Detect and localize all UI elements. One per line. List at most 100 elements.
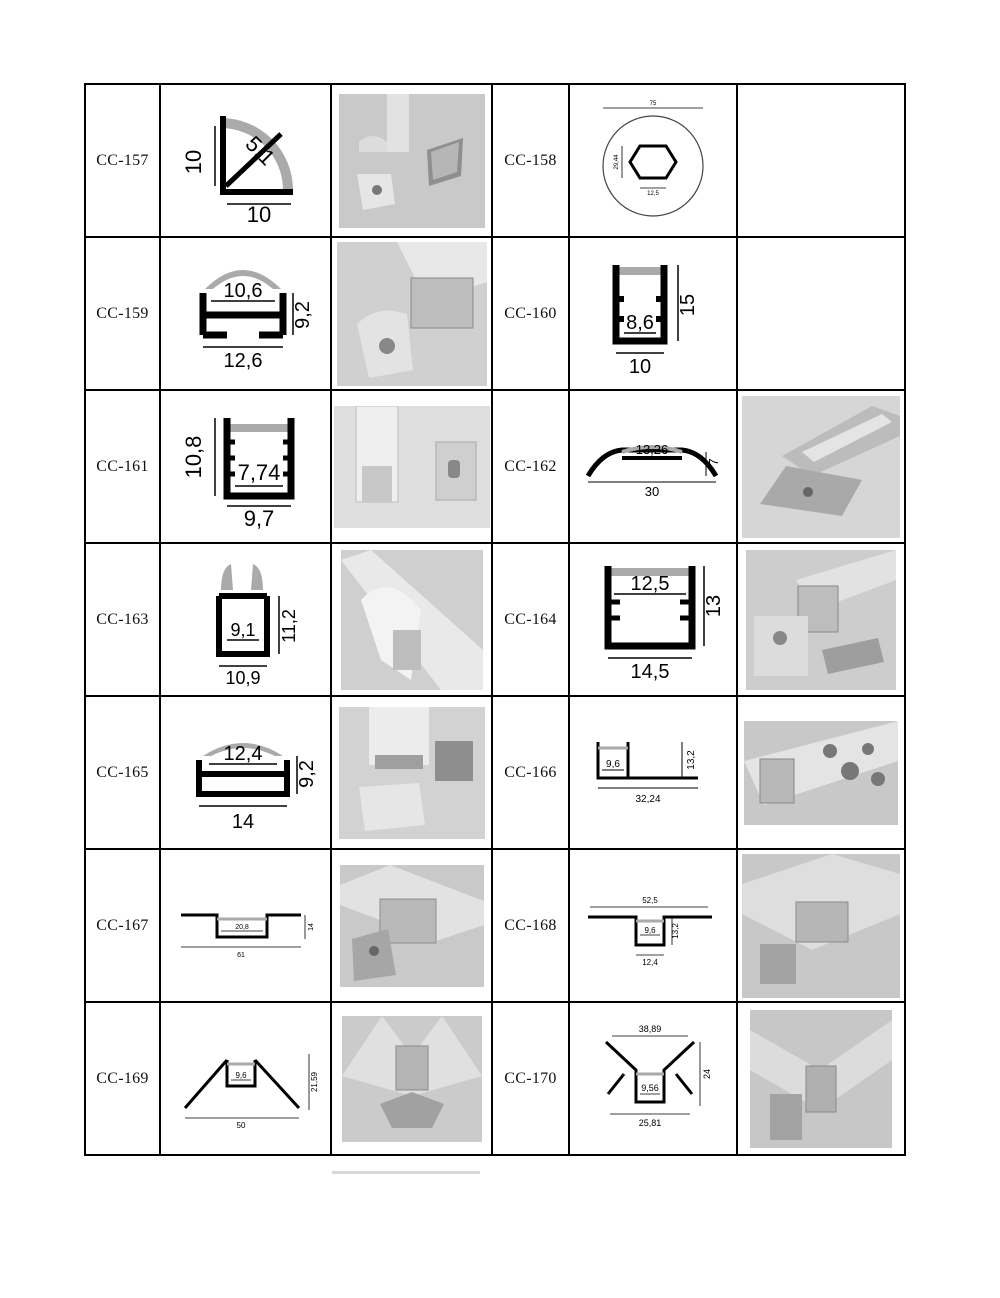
product-code: CC-169 [96, 1069, 149, 1087]
drawing-cell: 10,8 7,74 9,7 [159, 389, 332, 544]
drawing-cell: 8,6 15 10 [568, 236, 738, 391]
photo-cell [330, 83, 493, 238]
product-code: CC-166 [504, 763, 557, 781]
photo-cell [330, 389, 493, 544]
drawing-cell: 9,6 21,59 50 [159, 1001, 332, 1156]
photo-cell [736, 1001, 906, 1156]
drawing-cell: 10,6 9,2 12,6 [159, 236, 332, 391]
dim-inner: 9,6 [644, 926, 656, 935]
divider [332, 1171, 480, 1174]
code-cell: CC-159 [84, 236, 161, 391]
product-code: CC-158 [504, 151, 557, 169]
profile-drawing: 20,8 14 61 [180, 913, 315, 959]
product-photo [744, 720, 898, 825]
product-photo [336, 241, 487, 386]
product-code: CC-162 [504, 457, 557, 475]
dim-width: 14 [231, 811, 253, 833]
product-photo [339, 864, 484, 987]
code-cell: CC-168 [491, 848, 570, 1003]
product-code: CC-157 [96, 151, 149, 169]
product-code: CC-168 [504, 916, 557, 934]
photo-cell [736, 389, 906, 544]
product-photo [338, 706, 485, 839]
dim-height: 11,2 [279, 609, 299, 643]
dim-inner: 7,74 [237, 460, 280, 485]
dim-hex-height: 29,44 [614, 153, 620, 169]
photo-cell [330, 236, 493, 391]
code-cell: CC-164 [491, 542, 570, 697]
dim-height: 10 [181, 149, 206, 173]
code-cell: CC-163 [84, 542, 161, 697]
photo-cell [736, 848, 906, 1003]
product-code: CC-167 [96, 916, 149, 934]
profile-drawing: 8,6 15 10 [612, 264, 699, 378]
photo-cell [330, 848, 493, 1003]
dim-width: 12,4 [642, 958, 658, 967]
profile-catalog-table: CC-157 10 10 5,1 [84, 83, 906, 1156]
dim-height: 10,8 [181, 435, 206, 478]
dim-height: 9,2 [292, 301, 314, 329]
dim-width: 50 [236, 1121, 245, 1130]
code-cell: CC-158 [491, 83, 570, 238]
photo-cell [330, 1001, 493, 1156]
photo-cell [330, 695, 493, 850]
code-cell: CC-166 [491, 695, 570, 850]
code-cell: CC-169 [84, 1001, 161, 1156]
code-cell: CC-170 [491, 1001, 570, 1156]
product-photo [338, 93, 485, 228]
dim-inner: 12,4 [223, 743, 262, 765]
table-row: CC-167 20,8 14 61 CC-168 [84, 848, 906, 1003]
dim-width: 32,24 [635, 794, 660, 805]
profile-drawing: 9,6 13,2 32,24 [596, 741, 698, 805]
code-cell: CC-161 [84, 389, 161, 544]
product-code: CC-161 [96, 457, 149, 475]
dim-width: 12,6 [223, 350, 262, 372]
dim-width: 10,9 [225, 668, 260, 688]
table-row: CC-163 9,1 11,2 10,9 CC-164 [84, 542, 906, 697]
code-cell: CC-157 [84, 83, 161, 238]
profile-drawing: 10 10 5,1 [181, 115, 293, 226]
profile-drawing: 12,4 9,2 14 [195, 742, 318, 833]
profile-drawing: 12,5 13 14,5 [604, 565, 725, 683]
product-code: CC-170 [504, 1069, 557, 1087]
product-photo [742, 395, 900, 538]
profile-drawing: 52,5 9,6 13,2 12,4 [588, 896, 712, 967]
drawing-cell: 12,5 13 14,5 [568, 542, 738, 697]
dim-inner: 12,5 [631, 573, 670, 595]
dim-width: 30 [645, 484, 659, 499]
dim-height: 24 [702, 1068, 712, 1078]
dim-inner: 9,6 [235, 1071, 247, 1080]
dim-height: 15 [677, 293, 699, 315]
dim-inner: 9,6 [606, 759, 620, 770]
product-photo [340, 549, 483, 690]
product-photo [742, 853, 900, 998]
dim-width: 10 [629, 356, 651, 378]
dim-height: 14 [308, 923, 315, 931]
drawing-cell: 38,89 9,56 24 25,81 [568, 1001, 738, 1156]
photo-cell-empty [736, 83, 906, 238]
profile-drawing: 10,6 9,2 12,6 [199, 269, 314, 372]
table-row: CC-159 10,6 9,2 12,6 CC-160 [84, 236, 906, 391]
dim-width: 14,5 [631, 661, 670, 683]
photo-cell [330, 542, 493, 697]
drawing-cell: 10 10 5,1 [159, 83, 332, 238]
table-row: CC-161 10,8 7,74 9,7 CC-1 [84, 389, 906, 544]
code-cell: CC-167 [84, 848, 161, 1003]
product-code: CC-160 [504, 304, 557, 322]
dim-inner: 8,6 [626, 312, 654, 334]
photo-cell [736, 542, 906, 697]
dim-width: 25,81 [639, 1118, 662, 1128]
table-row: CC-157 10 10 5,1 [84, 83, 906, 238]
dim-height: 7 [706, 458, 721, 465]
product-photo [341, 1015, 482, 1142]
dim-inner: 9,1 [230, 620, 255, 640]
dim-diameter: 75 [650, 101, 657, 107]
profile-drawing: 13,26 7 30 [585, 442, 721, 499]
profile-drawing: 75 29,44 12,5 [602, 101, 704, 217]
dim-hex-width: 12,5 [647, 191, 659, 197]
code-cell: CC-160 [491, 236, 570, 391]
drawing-cell: 13,26 7 30 [568, 389, 738, 544]
photo-cell-empty [736, 236, 906, 391]
dim-width: 61 [237, 952, 245, 959]
dim-height: 13,2 [686, 749, 697, 769]
